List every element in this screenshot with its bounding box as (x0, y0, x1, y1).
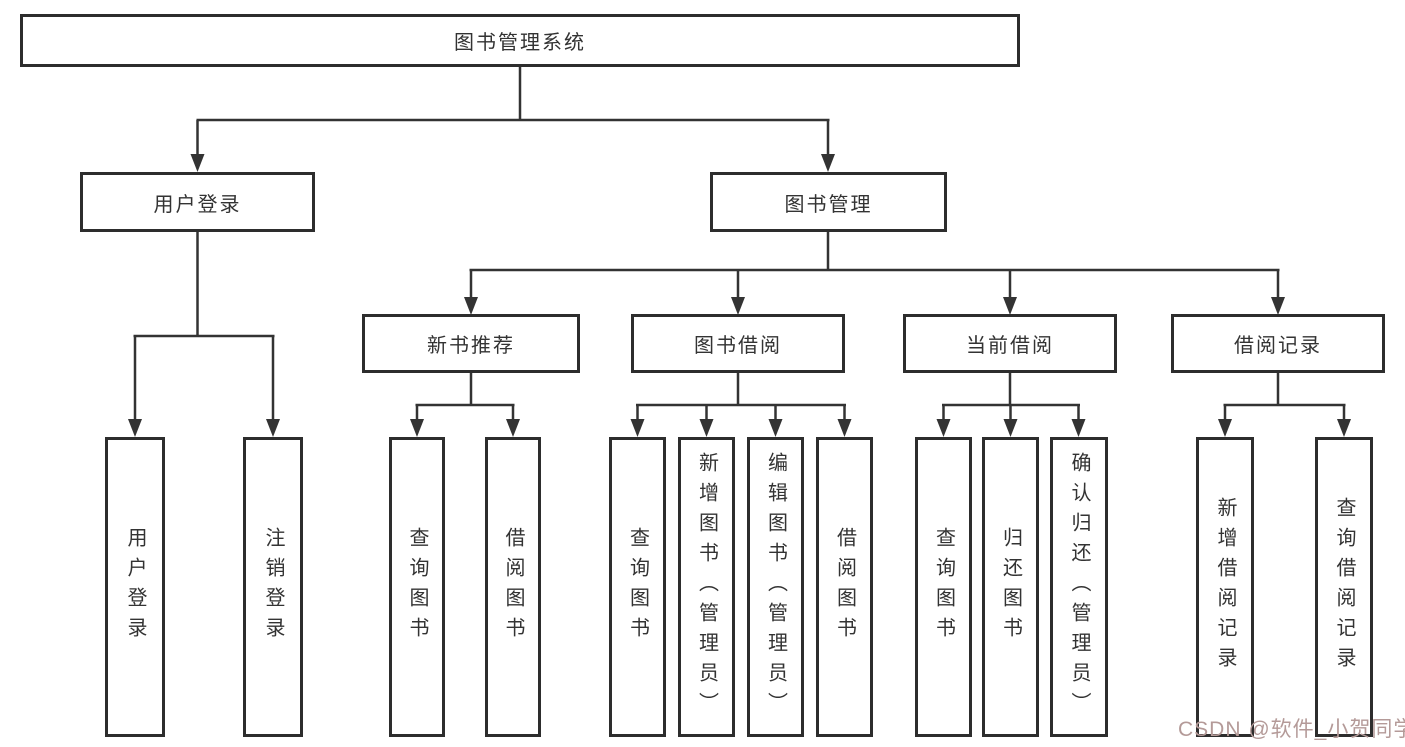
arrowhead-icon (768, 419, 783, 437)
arrowhead-icon (1003, 297, 1017, 315)
edge-new-book-split (410, 372, 520, 437)
leaf-confirm-return-admin-label: 确认归还（管理员） (1068, 452, 1090, 722)
node-root: 图书管理系统 (20, 14, 1020, 67)
edge-current-borrow-split (936, 372, 1086, 437)
node-borrow-records-label: 借阅记录 (1234, 335, 1322, 357)
node-user-login: 用户登录 (80, 172, 315, 232)
arrowhead-icon (410, 419, 424, 437)
leaf-add-borrow-record-label: 新增借阅记录 (1214, 497, 1236, 677)
arrowhead-icon (630, 419, 645, 437)
edge-root-split (190, 66, 835, 172)
leaf-confirm-return-admin: 确认归还（管理员） (1050, 437, 1108, 737)
arrowhead-icon (190, 154, 205, 172)
arrowhead-icon (699, 419, 714, 437)
leaf-return-books: 归还图书 (982, 437, 1039, 737)
leaf-query-books-3-label: 查询图书 (932, 527, 955, 647)
leaf-query-borrow-record-label: 查询借阅记录 (1333, 497, 1355, 677)
leaf-query-books-1: 查询图书 (389, 437, 445, 737)
leaf-borrow-books-1-label: 借阅图书 (502, 527, 524, 647)
edge-borrow-records-split (1218, 372, 1351, 437)
leaf-edit-book-admin-label: 编辑图书（管理员） (764, 452, 787, 722)
node-current-borrow-label: 当前借阅 (966, 335, 1054, 357)
leaf-user-login-label: 用户登录 (124, 527, 146, 647)
leaf-add-book-admin-label: 新增图书（管理员） (695, 452, 718, 722)
arrowhead-icon (1271, 297, 1285, 315)
node-book-borrow: 图书借阅 (631, 314, 845, 373)
arrowhead-icon (1071, 419, 1086, 437)
arrowhead-icon (1218, 419, 1232, 437)
leaf-query-books-2: 查询图书 (609, 437, 666, 737)
leaf-query-borrow-record: 查询借阅记录 (1315, 437, 1373, 737)
node-book-borrow-label: 图书借阅 (694, 335, 782, 357)
node-book-mgmt: 图书管理 (710, 172, 947, 232)
arrowhead-icon (128, 419, 142, 437)
leaf-user-login: 用户登录 (105, 437, 165, 737)
arrowhead-icon (464, 297, 478, 315)
leaf-logout-label: 注销登录 (262, 527, 284, 647)
leaf-query-books-3: 查询图书 (915, 437, 972, 737)
arrowhead-icon (266, 419, 280, 437)
arrowhead-icon (821, 154, 835, 172)
node-root-label: 图书管理系统 (454, 32, 586, 54)
arrowhead-icon (506, 419, 520, 437)
node-borrow-records: 借阅记录 (1171, 314, 1385, 373)
node-book-mgmt-label: 图书管理 (784, 193, 873, 216)
leaf-borrow-books-2-label: 借阅图书 (833, 527, 856, 647)
leaf-query-books-2-label: 查询图书 (626, 527, 649, 647)
leaf-borrow-books-2: 借阅图书 (816, 437, 873, 737)
node-user-login-label: 用户登录 (153, 193, 242, 216)
leaf-add-borrow-record: 新增借阅记录 (1196, 437, 1254, 737)
leaf-add-book-admin: 新增图书（管理员） (678, 437, 735, 737)
arrowhead-icon (837, 419, 852, 437)
leaf-borrow-books-1: 借阅图书 (485, 437, 541, 737)
node-new-book-rec-label: 新书推荐 (427, 335, 515, 357)
node-current-borrow: 当前借阅 (903, 314, 1117, 373)
node-new-book-rec: 新书推荐 (362, 314, 580, 373)
leaf-logout: 注销登录 (243, 437, 303, 737)
arrowhead-icon (1337, 419, 1351, 437)
watermark: CSDN @软件_小贺同学 (1178, 718, 1405, 741)
arrowhead-icon (731, 297, 745, 315)
leaf-query-books-1-label: 查询图书 (406, 527, 428, 647)
edge-book-mgmt-split (464, 231, 1285, 315)
leaf-return-books-label: 归还图书 (999, 527, 1022, 647)
edge-user-login-split (128, 231, 280, 437)
arrowhead-icon (1003, 419, 1018, 437)
edge-book-borrow-split (630, 372, 852, 437)
leaf-edit-book-admin: 编辑图书（管理员） (747, 437, 804, 737)
arrowhead-icon (936, 419, 951, 437)
